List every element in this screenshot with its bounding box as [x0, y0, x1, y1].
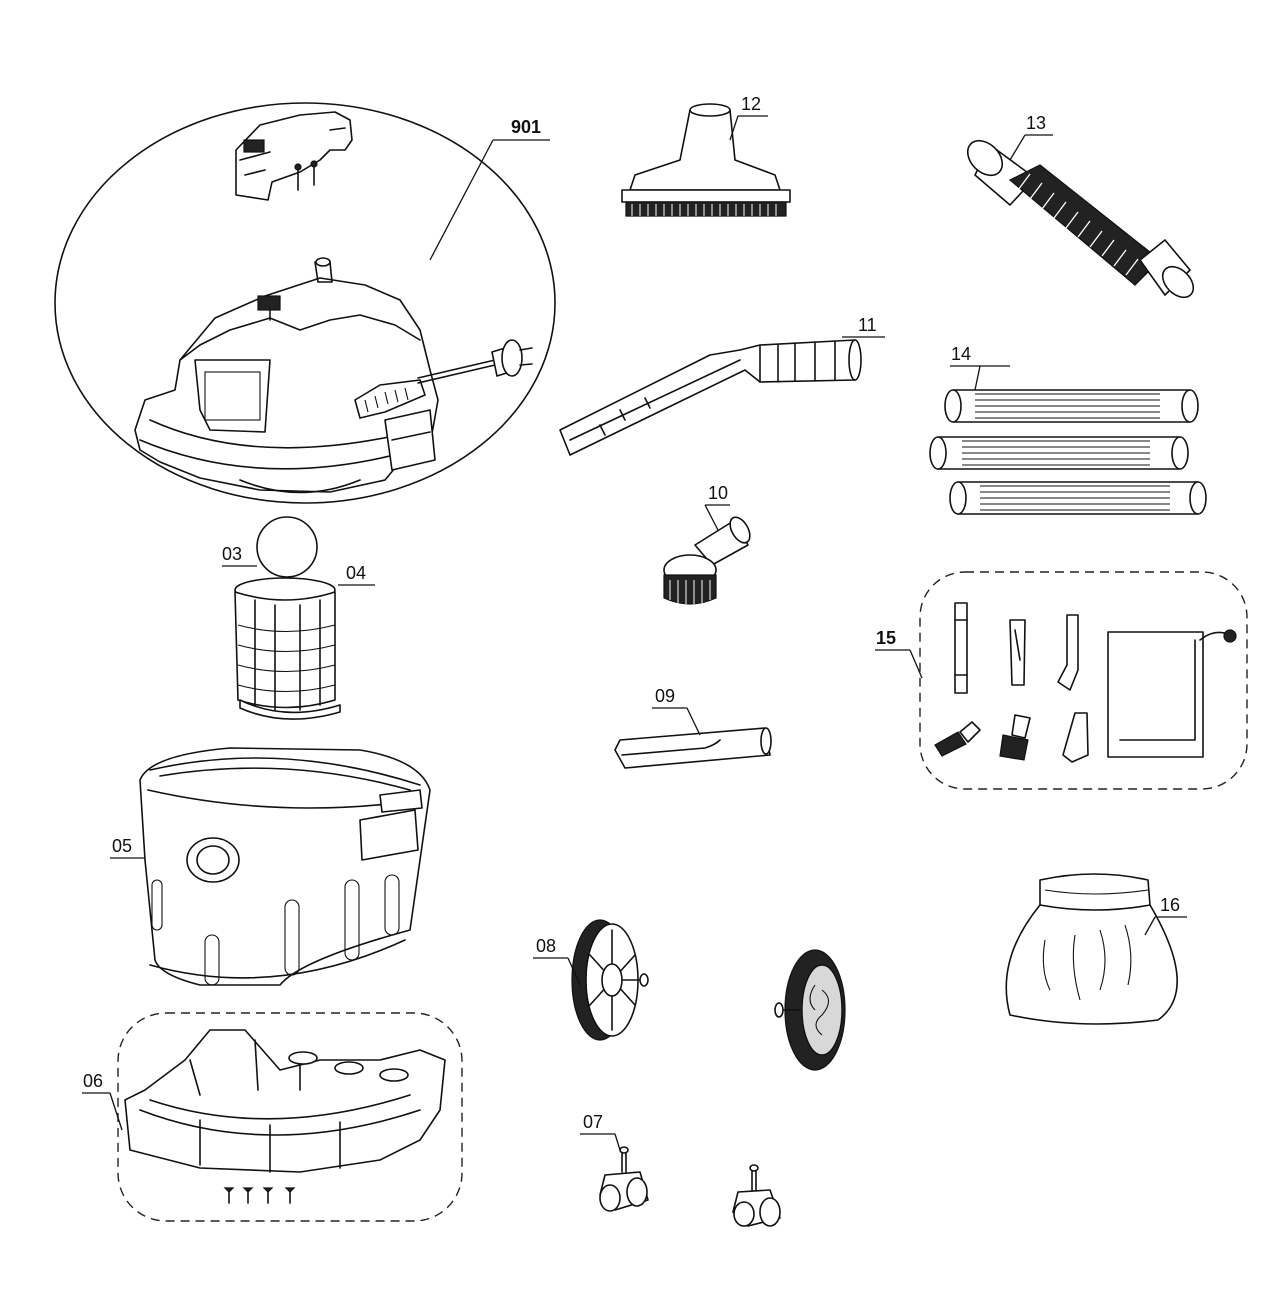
- screws-icon: [223, 1187, 296, 1204]
- tube-2: [929, 436, 1189, 470]
- label-05: 05: [112, 836, 132, 856]
- label-14: 14: [951, 344, 971, 364]
- label-03: 03: [222, 544, 242, 564]
- accessory-kit: 15: [875, 571, 1248, 790]
- rear-wheels: 08: [533, 919, 846, 1071]
- floor-nozzle: 12: [621, 94, 791, 217]
- small-crevice-icon: [1009, 619, 1026, 686]
- label-12: 12: [741, 94, 761, 114]
- long-crevice-nozzle: 11: [559, 315, 885, 456]
- label-15: 15: [876, 628, 896, 648]
- extension-tubes: 14: [929, 344, 1207, 515]
- mini-round-brush-icon: [999, 714, 1031, 761]
- filter-bag: 16: [1005, 873, 1187, 1025]
- mini-brush-icon: [934, 721, 981, 757]
- crevice-nozzle: 09: [614, 686, 772, 769]
- float-ball: 03: [222, 516, 318, 578]
- label-07: 07: [583, 1112, 603, 1132]
- label-901: 901: [511, 117, 541, 137]
- base-frame: 06: [82, 1012, 463, 1222]
- caster-left: [599, 1146, 649, 1212]
- caster-right: [732, 1164, 781, 1227]
- handle-icon: [235, 111, 353, 201]
- wheel-left: [571, 919, 649, 1041]
- storage-bag-icon: [1107, 629, 1237, 758]
- bristles-icon: [625, 201, 787, 217]
- hose-corrugation-icon: [1008, 164, 1161, 286]
- dirt-container: 05: [110, 747, 431, 986]
- label-10: 10: [708, 483, 728, 503]
- suction-hose: 13: [966, 113, 1195, 299]
- label-16: 16: [1160, 895, 1180, 915]
- small-tube-icon: [954, 602, 968, 694]
- round-brush: 10: [663, 483, 751, 605]
- label-06: 06: [83, 1071, 103, 1091]
- caster-wheels: 07: [580, 1112, 781, 1227]
- motor-head-icon: [134, 257, 533, 494]
- angled-nozzle-icon: [1057, 614, 1079, 691]
- tube-1: [944, 389, 1199, 423]
- label-09: 09: [655, 686, 675, 706]
- motor-head-assembly: 901: [54, 102, 556, 504]
- mini-nozzle-icon: [1062, 712, 1089, 763]
- label-11: 11: [858, 315, 877, 335]
- tube-3: [949, 481, 1207, 515]
- label-13: 13: [1026, 113, 1046, 133]
- wheel-right: [774, 949, 846, 1071]
- label-08: 08: [536, 936, 556, 956]
- label-04: 04: [346, 563, 366, 583]
- filter-cage: 04: [234, 563, 375, 720]
